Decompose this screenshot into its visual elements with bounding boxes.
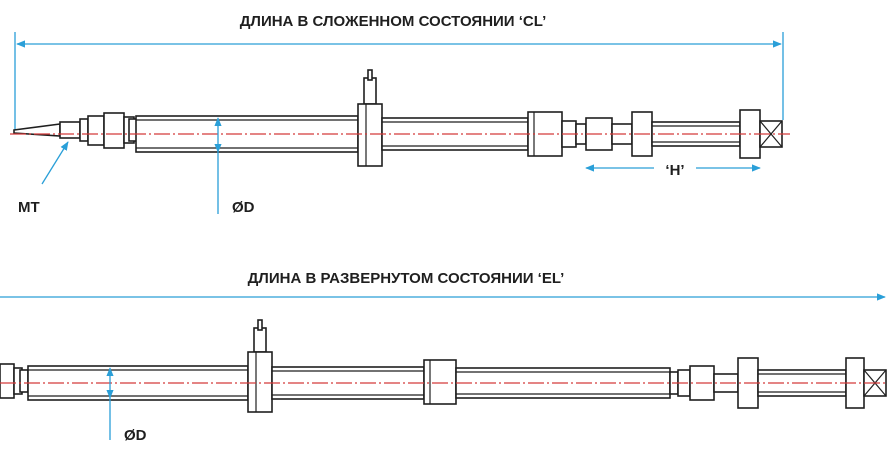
extended-coupling — [423, 359, 457, 405]
diameter-dimension-top: ØD — [214, 117, 255, 216]
diameter-label-top: ØD — [232, 199, 255, 216]
mt-leader: MT — [18, 141, 69, 216]
collapsed-view: ДЛИНА В СЛОЖЕННОМ СОСТОЯНИИ ‘CL’ — [10, 13, 790, 216]
mt-label: MT — [18, 199, 40, 216]
extended-lever-block — [247, 319, 273, 413]
extended-tip-collar — [0, 363, 29, 399]
h-label: ‘H’ — [665, 162, 684, 179]
h-dimension: ‘H’ — [585, 162, 761, 179]
extended-length-title: ДЛИНА В РАЗВЕРНУТОМ СОСТОЯНИИ ‘EL’ — [248, 270, 565, 287]
cl-dimension — [14, 32, 784, 132]
diameter-dimension-bottom: ØD — [106, 367, 147, 444]
morse-taper-tip — [13, 121, 81, 139]
diameter-label-bottom: ØD — [124, 427, 147, 444]
tip-collar — [79, 112, 138, 149]
collapsed-length-title: ДЛИНА В СЛОЖЕННОМ СОСТОЯНИИ ‘CL’ — [240, 13, 547, 30]
extended-view: ДЛИНА В РАЗВЕРНУТОМ СОСТОЯНИИ ‘EL’ — [0, 270, 888, 444]
lever-block — [357, 69, 383, 167]
